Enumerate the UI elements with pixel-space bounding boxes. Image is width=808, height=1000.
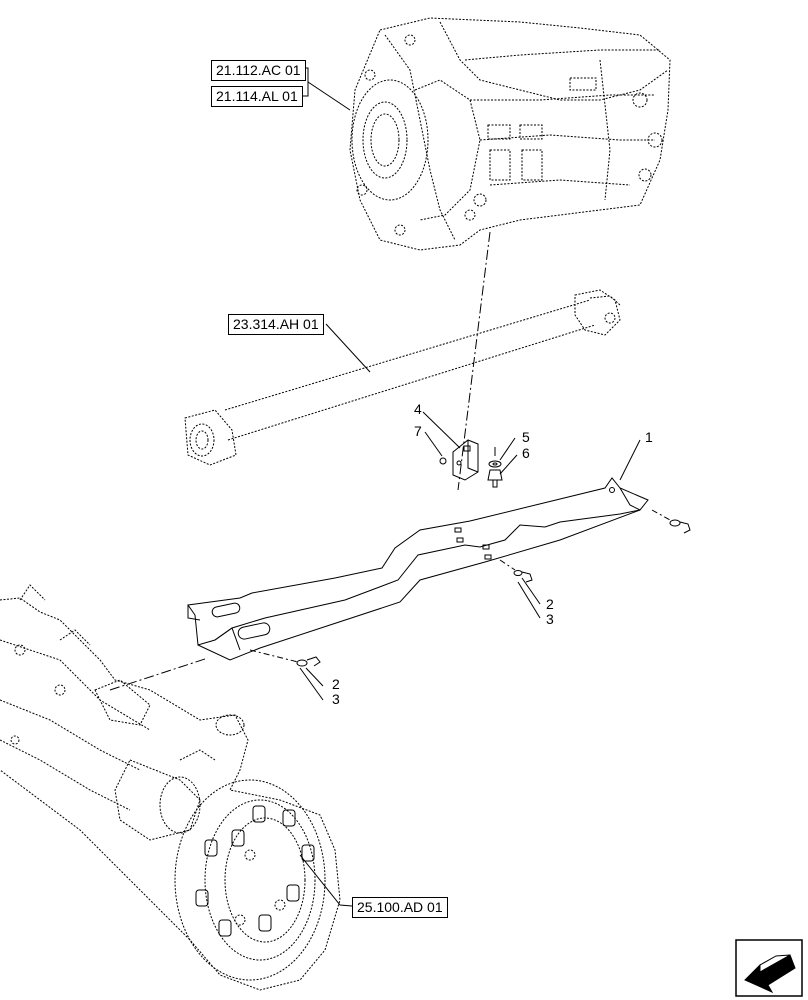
shield-part [187,477,649,661]
shield-hardware-right [651,509,691,534]
previous-page-arrow-icon[interactable] [735,939,803,997]
wheel-studs [195,805,315,937]
bracket-hardware [439,447,503,488]
bracket-part [452,439,479,481]
callout-nut: 7 [414,423,422,439]
reference-transmission-1[interactable]: 21.112.AC 01 [211,60,306,81]
leader-lines [299,67,641,907]
callout-washer-c: 2 [332,676,340,692]
axle-centerline [109,657,209,691]
drive-shaft [184,289,621,466]
callout-washer-a: 2 [546,596,554,612]
callout-bolt-a: 3 [546,611,554,627]
callout-bracket: 4 [414,401,422,417]
shield-hardware-lower [249,649,321,667]
shield-hardware-middle [499,559,533,583]
reference-transmission-2[interactable]: 21.114.AL 01 [211,86,303,107]
callout-shield: 1 [645,429,653,445]
callout-bolt-c: 3 [332,691,340,707]
front-axle [0,584,341,991]
reference-front-axle[interactable]: 25.100.AD 01 [352,897,448,918]
callout-bolt-b: 6 [522,445,530,461]
transmission-housing [349,17,671,251]
reference-driveshaft[interactable]: 23.314.AH 01 [228,314,324,335]
assembly-centerline [457,231,491,491]
callout-washer-b: 5 [522,429,530,445]
